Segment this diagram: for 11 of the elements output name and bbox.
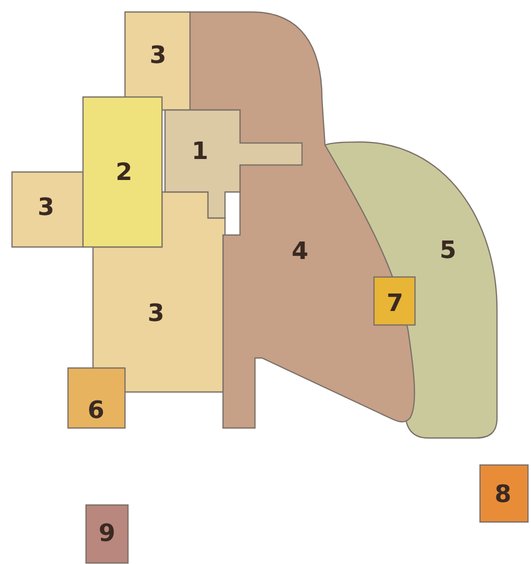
area-number: 2 <box>116 159 132 185</box>
area-number: 5 <box>440 237 456 263</box>
area-number: 9 <box>98 520 116 546</box>
area-number: 4 <box>292 238 308 264</box>
area-number: 1 <box>192 138 208 164</box>
area-number: 6 <box>88 397 104 423</box>
area-number: 3 <box>150 42 166 68</box>
area-number: 7 <box>386 290 404 316</box>
area-number: 8 <box>494 481 512 507</box>
area-number: 3 <box>148 300 164 326</box>
area-number: 3 <box>38 194 54 220</box>
